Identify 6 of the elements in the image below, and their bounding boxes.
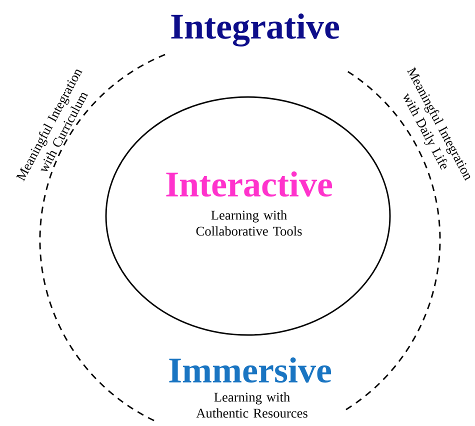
caption: Learning with Collaborative Tools xyxy=(196,210,302,236)
heading: Integrative xyxy=(171,14,340,46)
heading: Interactive xyxy=(166,171,332,197)
caption: Learning with Authentic Resources xyxy=(196,392,308,418)
heading: Immersive xyxy=(169,357,332,383)
circle xyxy=(105,96,391,336)
